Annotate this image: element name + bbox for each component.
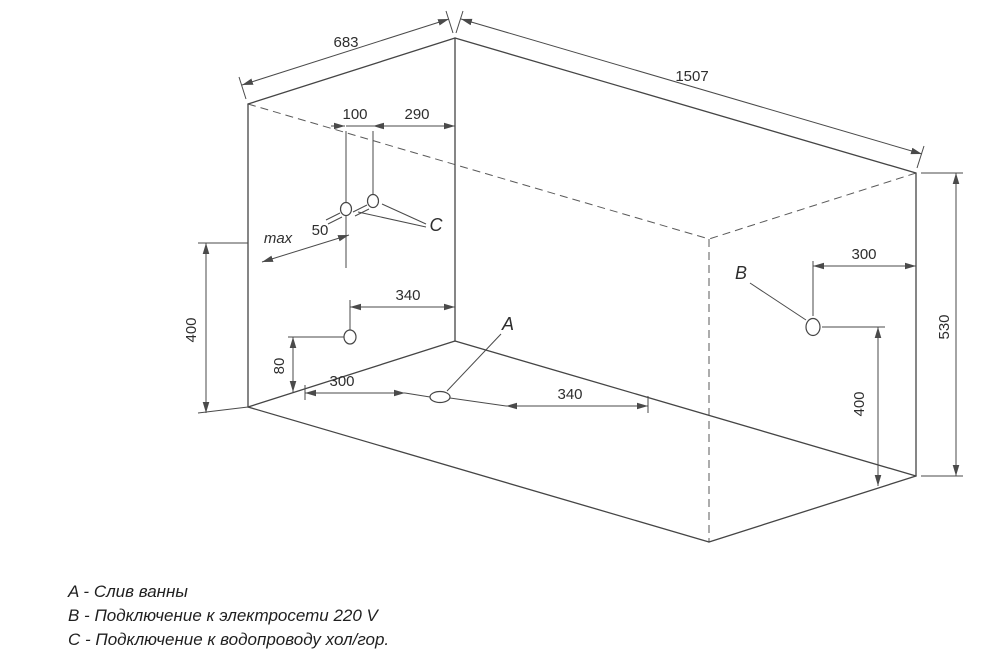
legend: A - Слив ванны B - Подключение к электро… (67, 582, 389, 649)
dim-683-line (241, 18, 450, 86)
electrical-connection-symbol (805, 317, 821, 337)
dim-290-label: 290 (404, 106, 429, 123)
dim-340-bottom-label: 340 (557, 386, 582, 403)
drain-ext-left (404, 392, 431, 398)
water-connection-symbol-2 (366, 193, 380, 209)
legend-line-b: B - Подключение к электросети 220 V (68, 606, 380, 625)
point-b-label: B (735, 263, 747, 283)
dim-1507: 1507 (455, 10, 925, 169)
point-b-group: B (735, 263, 821, 337)
box-edge-bottom-left (247, 340, 456, 408)
dim-400-left: 400 (183, 242, 249, 414)
dim-1507-line (460, 18, 923, 155)
bathtub-hidden-edges (247, 103, 917, 542)
dim-400-right-label: 400 (851, 391, 868, 416)
drain-group: 300 340 A (304, 314, 649, 413)
c2-pipe-stub (352, 204, 368, 213)
dim-1507-ext-left (455, 10, 464, 34)
water-connection-symbol-1 (339, 201, 353, 217)
point-a-leader (446, 333, 502, 392)
dim-683-ext-right (445, 10, 454, 34)
dim-683: 683 (238, 10, 454, 100)
hidden-edge-top-far-right (708, 172, 917, 240)
dim-300-bottom-label: 300 (329, 373, 354, 390)
dim-100-label: 100 (342, 106, 367, 123)
dim-max50-value: 50 (312, 222, 329, 239)
box-edge-bottom-far-left (247, 406, 710, 543)
hidden-edge-top-far-left (247, 103, 710, 240)
drain-symbol (429, 390, 451, 404)
point-c-group: C (325, 131, 444, 268)
side-fitting-group: 340 80 (271, 287, 455, 392)
overflow-connection-symbol (343, 329, 357, 345)
dim-max50-line (261, 234, 350, 263)
dim-1507-ext-right (916, 145, 925, 169)
dim-100-290: 100 290 (331, 106, 455, 130)
dim-683-label: 683 (333, 34, 358, 51)
dim-max-50: max 50 (261, 222, 350, 263)
box-edge-bottom-far-right (708, 475, 917, 543)
c1-pipe-stub (325, 212, 341, 221)
dim-max-label: max (264, 230, 293, 247)
dim-340-side-label: 340 (395, 287, 420, 304)
box-edge-top-right (454, 37, 917, 174)
point-c-leader-1 (381, 203, 427, 225)
dim-400-left-label: 400 (183, 317, 200, 342)
drain-ext-right (449, 397, 507, 407)
dim-300-b: 300 (812, 246, 916, 316)
dim-530-label: 530 (936, 314, 953, 339)
point-a-label: A (501, 314, 514, 334)
point-c-leader-2 (357, 211, 427, 228)
dim-80-label: 80 (271, 358, 288, 375)
dim-683-ext-left (238, 76, 247, 100)
dim-400-right: 400 (822, 326, 885, 486)
legend-line-a: A - Слив ванны (67, 582, 188, 601)
dim-530: 530 (921, 172, 963, 477)
legend-line-c: C - Подключение к водопроводу хол/гор. (68, 630, 389, 649)
point-c-label: C (430, 215, 444, 235)
dim-1507-label: 1507 (675, 68, 708, 85)
point-b-leader (749, 282, 807, 321)
dim-300-b-label: 300 (851, 246, 876, 263)
c1-pipe-stub-2 (327, 216, 343, 225)
box-edge-bottom-right (454, 340, 917, 477)
